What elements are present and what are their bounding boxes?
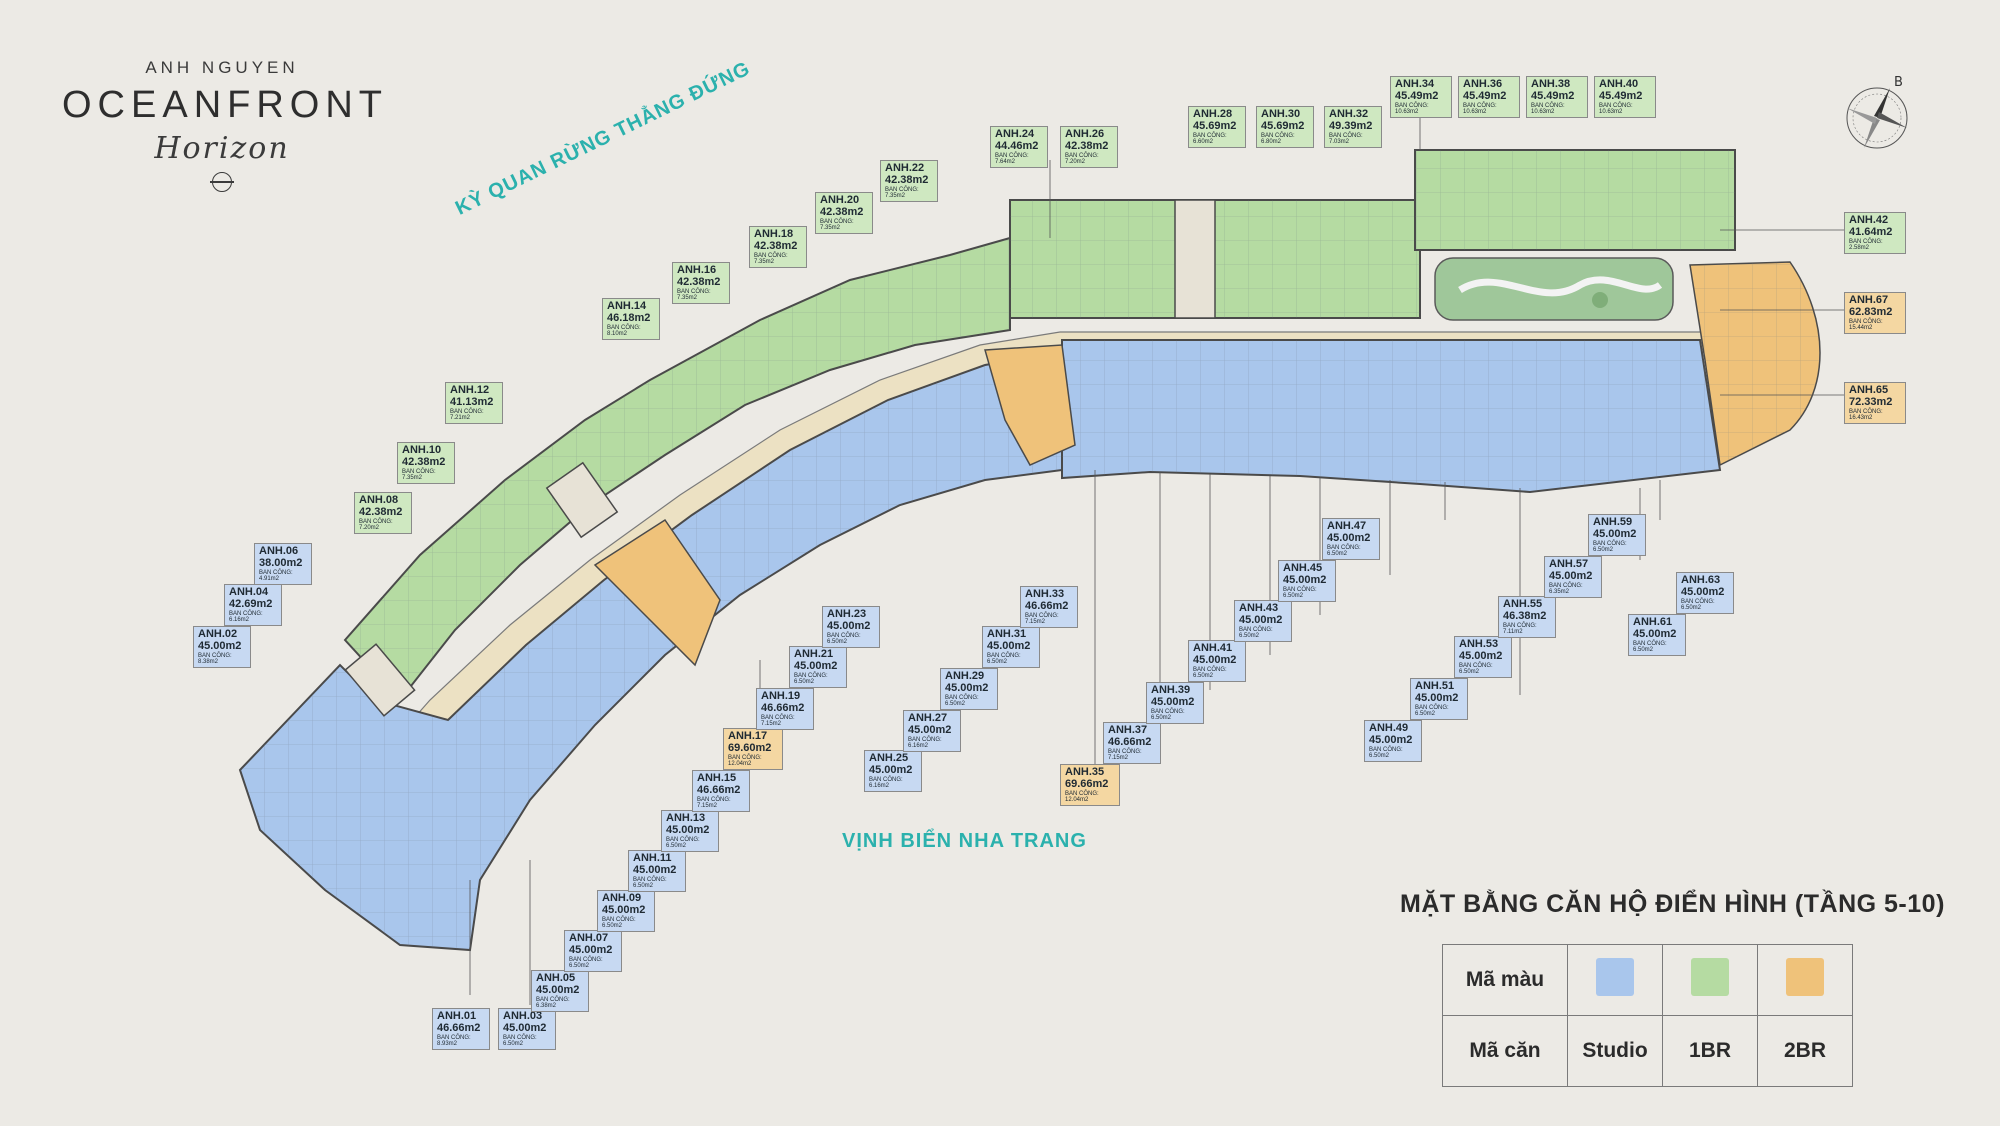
unit-2br-35: [984, 344, 1076, 466]
brand-script: Horizon: [154, 131, 290, 166]
legend-type-studio: Studio: [1567, 1015, 1663, 1087]
legend-type-1br: 1BR: [1662, 1015, 1758, 1087]
stair-core-1: [545, 461, 619, 539]
brand-mark-icon: [210, 172, 234, 192]
page-title: MẶT BẰNG CĂN HỘ ĐIỂN HÌNH (TẦNG 5-10): [1400, 890, 1945, 918]
brand-top-text: ANH NGUYEN: [145, 58, 299, 77]
garden-courtyard: [1434, 257, 1674, 321]
view-label-bay: VỊNH BIỂN NHA TRANG: [842, 830, 1087, 852]
legend-type-2br: 2BR: [1757, 1015, 1853, 1087]
legend-row-colors: Mã màu: [1442, 944, 1853, 1016]
brand-logo: ANH NGUYEN OCEANFRONT Horizon: [62, 58, 382, 192]
legend-row2-label: Mã căn: [1442, 1015, 1568, 1087]
brand-name: OCEANFRONT: [62, 84, 388, 126]
legend-row1-label: Mã màu: [1442, 944, 1568, 1016]
stair-core-3: [344, 643, 416, 717]
stair-core-2: [1174, 199, 1216, 319]
legend-swatch-studio: [1567, 944, 1663, 1016]
compass-letter: B: [1894, 75, 1903, 90]
legend-row-codes: Mã căn Studio 1BR 2BR: [1442, 1015, 1853, 1087]
unit-2br-17: [593, 518, 721, 667]
legend-swatch-2br: [1757, 944, 1853, 1016]
legend-table: Mã màu Mã căn Studio 1BR 2BR: [1442, 944, 1853, 1087]
legend-swatch-1br: [1662, 944, 1758, 1016]
compass-icon: B: [1838, 74, 1916, 152]
